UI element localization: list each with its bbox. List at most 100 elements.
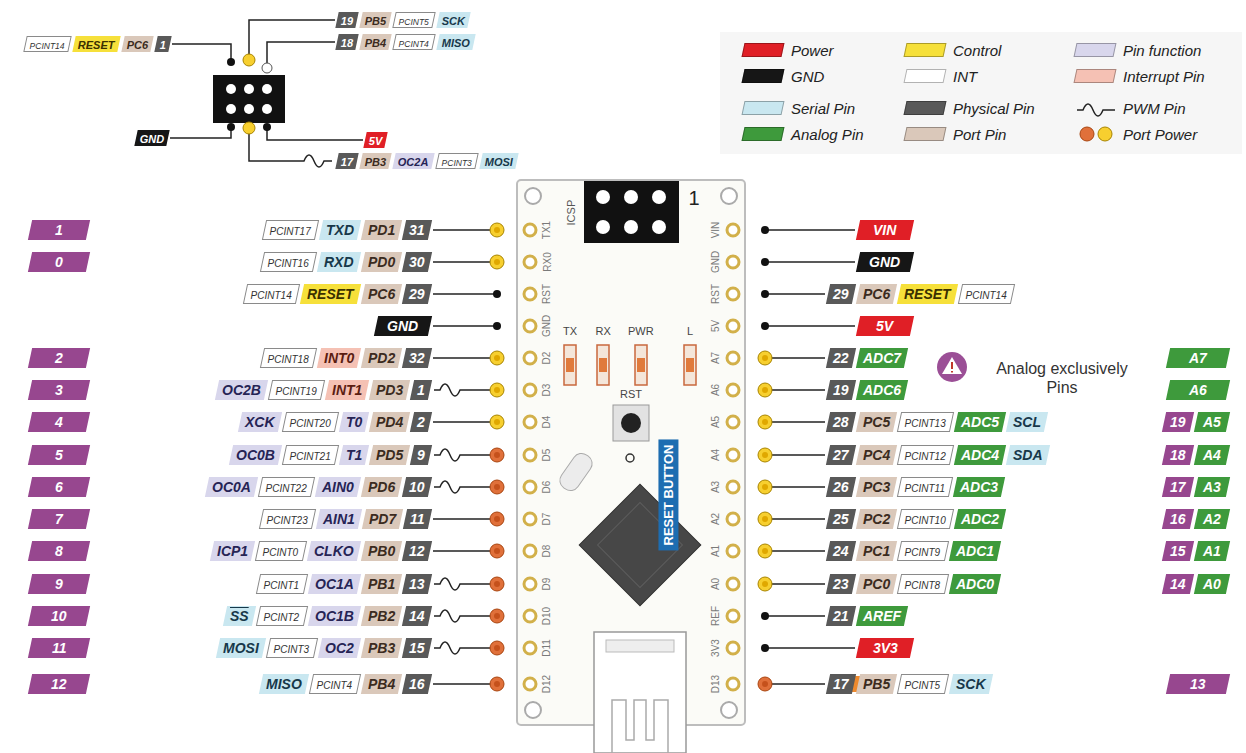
- tag-text: PCINT19: [276, 383, 317, 401]
- pin-tag: PCINT2: [256, 606, 308, 626]
- pin-tag: PCINT3: [435, 153, 479, 169]
- usb-connector: [612, 700, 668, 753]
- tag-text: 18: [341, 35, 353, 51]
- legend-text: Power: [791, 42, 834, 59]
- tag-text: PB2: [368, 606, 395, 626]
- legend-text: Control: [953, 42, 1001, 59]
- pin-tag: T0: [339, 412, 370, 432]
- leader-line: [433, 229, 497, 231]
- pin-tag: OC1B: [308, 606, 361, 626]
- pin-tag: PCINT10: [897, 509, 954, 529]
- pin-hole: [524, 224, 536, 236]
- tag-text: A1: [1203, 541, 1221, 561]
- tag-text: PC1: [863, 541, 890, 561]
- silk-label: D3: [541, 384, 553, 397]
- legend-swatch: [904, 43, 947, 57]
- icsp-header: [584, 181, 679, 243]
- header-pin: [624, 190, 638, 204]
- tag-text: MOSI: [223, 638, 259, 658]
- led-body: [686, 358, 694, 372]
- tag-text: PB0: [368, 541, 395, 561]
- pin-tag: MOSI: [479, 153, 519, 169]
- pin-tag: MISO: [436, 34, 476, 50]
- header-pin: [262, 104, 272, 114]
- tag-text: SCK: [442, 13, 465, 29]
- pin-hole: [727, 320, 739, 332]
- silk-label: D10: [541, 607, 553, 625]
- pin-tag: 2: [28, 348, 90, 368]
- tag-text: 32: [409, 348, 425, 368]
- pin-dot: [263, 123, 271, 131]
- tag-text: PCINT14: [966, 287, 1007, 305]
- legend-text: Port Pin: [953, 126, 1006, 143]
- pin-dot: [494, 355, 500, 361]
- pin-hole: [524, 578, 536, 590]
- pin-dot: [758, 415, 772, 429]
- tag-text: OC0A: [212, 477, 251, 497]
- silk-label: RST: [710, 284, 722, 304]
- pin-hole: [727, 545, 739, 557]
- tag-text: OC2: [325, 638, 354, 658]
- pwm-symbol: [434, 449, 472, 461]
- tag-text: PD1: [368, 220, 395, 240]
- tag-text: PCINT18: [268, 351, 309, 369]
- tag-text: PCINT12: [905, 448, 946, 466]
- leader-line: [765, 550, 825, 552]
- pin-dot: [493, 322, 501, 330]
- pin-tag: PCINT1: [256, 574, 308, 594]
- pin-tag: PCINT19: [268, 380, 325, 400]
- pin-hole: [727, 352, 739, 364]
- led-label: TX: [563, 325, 577, 338]
- tag-text: 1: [417, 380, 425, 400]
- tag-text: MISO: [266, 674, 302, 694]
- pin-dot: [493, 290, 501, 298]
- pin-tag: PCINT4: [309, 674, 361, 694]
- pin-tag: AREF: [856, 606, 908, 626]
- pin-hole: [727, 578, 739, 590]
- warning-icon: [937, 352, 967, 382]
- pin-tag: 9: [410, 445, 432, 465]
- pwm-symbol: [434, 610, 472, 622]
- pin-tag: 0: [28, 252, 90, 272]
- tag-text: 0: [55, 252, 63, 272]
- header-pin: [652, 190, 666, 204]
- pin-hole: [524, 513, 536, 525]
- pin-tag: GND: [856, 252, 914, 272]
- tag-text: AIN1: [323, 509, 355, 529]
- leader-line: [765, 261, 855, 263]
- tag-text: PC2: [863, 509, 890, 529]
- tag-text: GND: [869, 252, 900, 272]
- pin-tag: XCK: [238, 412, 282, 432]
- pin-dot: [490, 351, 504, 365]
- pin-tag: PCINT4: [392, 34, 436, 50]
- tag-text: PCINT14: [30, 39, 65, 53]
- silk-label: D11: [541, 639, 553, 657]
- usb-connector: [594, 632, 686, 753]
- tag-text: 8: [55, 541, 63, 561]
- led-symbol: [564, 345, 576, 385]
- pin-tag: PCINT16: [260, 252, 317, 272]
- pin-dot: [262, 63, 272, 73]
- legend-text: PWM Pin: [1123, 100, 1186, 117]
- tag-text: VIN: [873, 220, 896, 240]
- tag-text: PB4: [368, 674, 395, 694]
- leader-line: [765, 325, 855, 327]
- pin-dot: [758, 577, 772, 591]
- tag-text: A2: [1203, 509, 1221, 529]
- pin-tag: PC0: [856, 574, 897, 594]
- pin-tag: 1: [410, 380, 432, 400]
- tag-text: ICP1: [217, 541, 248, 561]
- silk-label: A1: [710, 545, 722, 557]
- tag-text: PCINT1: [264, 577, 300, 595]
- reset-button: [621, 413, 641, 433]
- pin-dot: [227, 58, 235, 66]
- pin-hole: [727, 384, 739, 396]
- pin-dot: [490, 255, 504, 269]
- pin-tag: PCINT18: [260, 348, 317, 368]
- pin-tag: OC2: [318, 638, 361, 658]
- pin-hole: [524, 449, 536, 461]
- pin-tag: PCINT17: [262, 220, 319, 240]
- tag-text: 13: [409, 574, 425, 594]
- tag-text: 29: [833, 284, 849, 304]
- pin-dot: [494, 227, 500, 233]
